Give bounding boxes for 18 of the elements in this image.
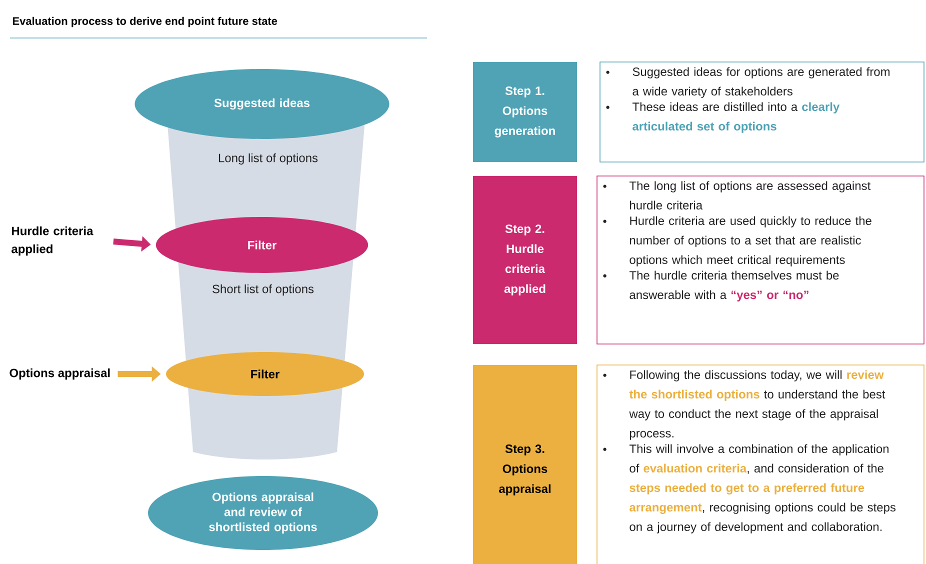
title: Evaluation process to derive end point future state — [12, 16, 278, 28]
bullet-text: The hurdle criteria themselves must be answerable with a “yes” or “no” — [629, 270, 839, 302]
description-box — [600, 62, 924, 162]
bullet-text: The long list of options are assessed against hurdle criteria — [629, 181, 871, 210]
funnel-label: Long list of options — [218, 153, 318, 165]
side-label: Options appraisal — [10, 368, 110, 380]
description-box — [596, 364, 924, 564]
bullet-text: Hurdle criteria are used quickly to reduce the number of options to a set that are realistic options which meet critical requirements — [630, 216, 872, 266]
bullet-text: Following the discussions today, we will review the shortlisted options to understand the best way to conduct the next stage of the appraisal process. — [629, 370, 886, 440]
funnel-label: Short list of options — [212, 284, 314, 296]
side-label: Hurdle criteria applied — [12, 226, 94, 256]
bullet-text: This will involve a combination of the application of evaluation criteria, and consideration of the steps needed to get to a preferred future arrangement, recognising options could be steps on a journey of development and collaboration. — [629, 444, 896, 534]
step-box: Step 1. Options generation — [473, 62, 577, 162]
description-box — [596, 176, 924, 344]
step-box: Step 3. Options appraisal — [473, 365, 577, 564]
bullet-text: These ideas are distilled into a clearly articulated set of options — [632, 102, 840, 133]
bullet-text: Suggested ideas for options are generated from a wide variety of stakeholders — [632, 67, 890, 98]
step-box: Step 2. Hurdle criteria applied — [473, 176, 577, 344]
